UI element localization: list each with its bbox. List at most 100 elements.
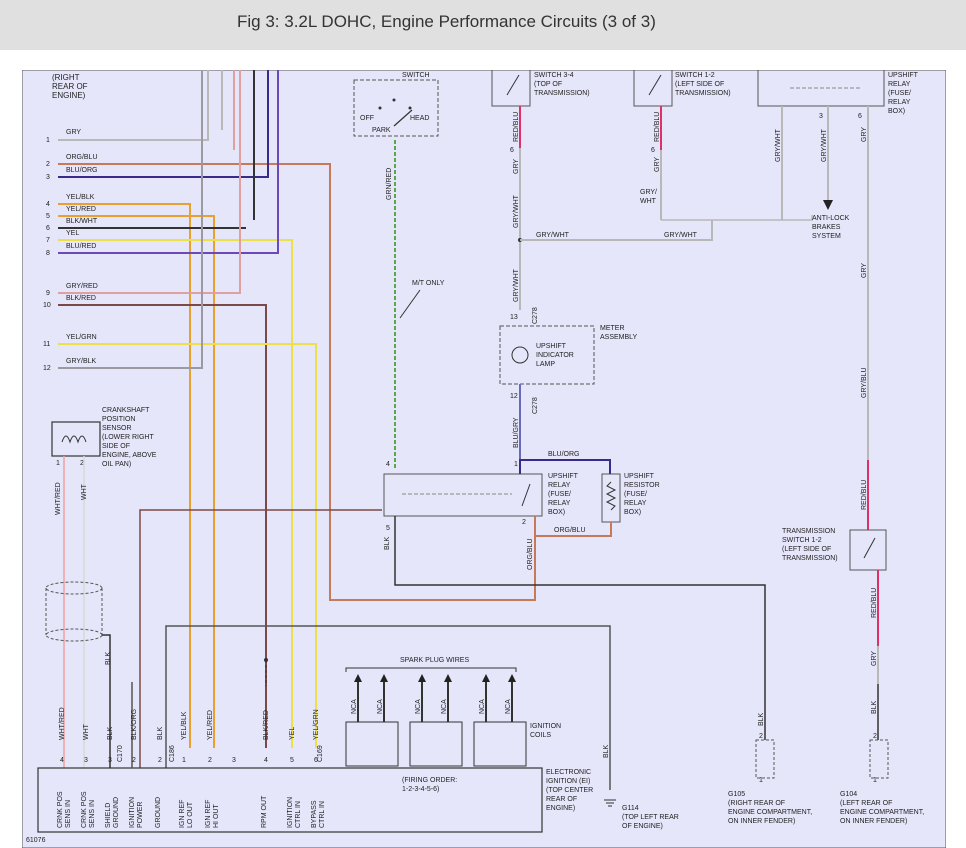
relay-pin-1: 1 (514, 461, 518, 468)
gry-wht-bridge-label: GRY/WHT (536, 232, 570, 239)
gry-wht-abs-label: GRY/WHT (821, 128, 828, 162)
wire-yel-blk-4 (58, 203, 191, 748)
wire-label: ORG/BLU (66, 154, 98, 161)
pin-label: 11 (43, 341, 50, 348)
meter-pin-12: 12 (510, 393, 518, 400)
ei-pin-name: RPM OUT (261, 795, 268, 828)
switch-title: SWITCH (402, 72, 430, 79)
spark-title: SPARK PLUG WIRES (400, 657, 469, 664)
wire-gry-red-9 (58, 70, 241, 294)
c186-label: C186 (169, 745, 176, 762)
wire-gry-blk-12 (58, 70, 203, 369)
wire-org-blu-resistor (534, 516, 612, 537)
c169-label: C169 (317, 745, 324, 762)
trans-blk-label: BLK (871, 700, 878, 714)
relay-blk-label: BLK (384, 536, 391, 550)
wire-label: YEL/RED (66, 206, 96, 213)
blu-org-relay-label: BLU/ORG (548, 451, 580, 458)
gry-relay-label-b: GRY (861, 263, 868, 278)
wire-label: BLK/RED (66, 295, 96, 302)
pin-label: 9 (46, 290, 50, 297)
wire-bracket (660, 215, 813, 221)
g104-pin-2: 2 (873, 733, 877, 740)
relay-blade (521, 483, 531, 507)
wire-label: BLU/RED (66, 243, 96, 250)
gry-12-label: GRY (654, 157, 661, 172)
wire-blu-org-3 (58, 70, 269, 178)
meter-c278-b: C278 (532, 397, 539, 414)
wire-gry-wht-bridge (520, 220, 713, 241)
ei-pin-number: 4 (60, 757, 64, 764)
ei-wire-label: BLK (157, 726, 164, 740)
wire-label: GRY/RED (66, 283, 98, 290)
wire-yel-grn-11 (58, 343, 317, 748)
ei-pin-name: IGN REFLO OUT (179, 800, 194, 828)
wire-label: BLK/WHT (66, 218, 98, 225)
crank-pin-1: 1 (56, 460, 60, 467)
relay-pin-2: 2 (522, 519, 526, 526)
ei-pin-number: 3 (232, 757, 236, 764)
ei-pin-name: CRNK POSSENS IN (57, 791, 72, 828)
switch-12-blade (648, 74, 662, 96)
wire-blk-relay (394, 516, 766, 750)
headlight-switch: SWITCH OFF HEAD PARK (353, 72, 439, 137)
resistor-icon (605, 481, 617, 511)
org-blu-h-label: ORG/BLU (554, 527, 586, 534)
pin-label: 6 (46, 225, 50, 232)
pin-6-12: 6 (651, 147, 655, 154)
upshift-lamp-icon (511, 346, 529, 364)
switch-blade (393, 109, 413, 127)
wire-blk-g114 (165, 625, 611, 790)
shield-ground-wire (102, 634, 111, 770)
gry-wht-34-label-b: GRY/WHT (513, 268, 520, 302)
resistor-box (601, 473, 621, 523)
spark-arrow-icon (418, 674, 426, 682)
nca-label: NCA (441, 699, 448, 714)
gry-wht-12-label: GRY/WHT (640, 189, 657, 205)
coil-3 (473, 721, 527, 767)
g105-connector (755, 739, 775, 779)
meter-pin-13: 13 (510, 314, 518, 321)
coil-2 (409, 721, 463, 767)
mt-only-label: M/T ONLY (412, 280, 445, 287)
gry-relay-label: GRY (861, 127, 868, 142)
ei-wire-label: WHT (83, 723, 90, 740)
red-blu-34-label: RED/BLU (513, 112, 520, 142)
g104-connector (869, 739, 889, 779)
nca-label: NCA (415, 699, 422, 714)
ei-wire-label: BLK/ORG (131, 709, 138, 740)
ei-splice (264, 658, 268, 662)
g104-pin-1: 1 (873, 777, 877, 784)
ei-pin-name: BYPASSCTRL IN (311, 800, 326, 828)
blu-gry-label: BLU/GRY (513, 417, 520, 448)
ei-wire-label: BLK/RED (263, 710, 270, 740)
red-blu-12-label: RED/BLU (654, 112, 661, 142)
wire-label: YEL (66, 230, 79, 237)
wire-blk-org (139, 509, 382, 768)
c170-label: C170 (117, 745, 124, 762)
pin-label: 8 (46, 250, 50, 257)
gry-blu-label: GRY/BLU (861, 367, 868, 398)
pin-label: 1 (46, 137, 50, 144)
pin-3: 3 (819, 113, 823, 120)
trans-gry-label: GRY (871, 651, 878, 666)
spark-arrow-icon (354, 674, 362, 682)
shield-blk-label: BLK (105, 651, 112, 665)
figure-header: Fig 3: 3.2L DOHC, Engine Performance Cir… (0, 0, 966, 50)
